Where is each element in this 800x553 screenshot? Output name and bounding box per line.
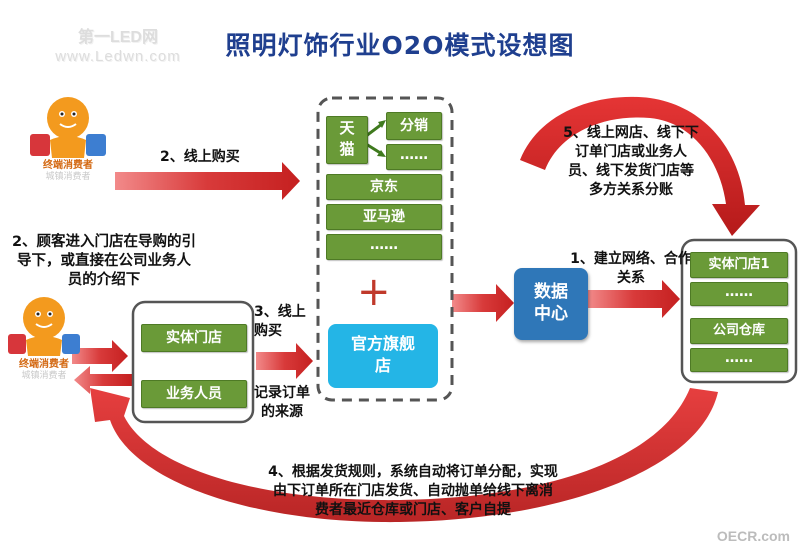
step2b-label: 2、顾客进入门店在导购的引导下，或直接在公司业务人员的介绍下 [11,234,197,288]
top-right-curved-arrow [520,96,760,236]
channel-tmall: 天猫 [326,116,368,164]
consumer-top: 终端消费者 城镇消费者 [28,160,108,182]
page-title: 照明灯饰行业O2O模式设想图 [225,31,575,60]
arrow-offline-to-consumer [74,366,132,394]
step2-label: 2、线上购买 [160,149,240,165]
watermark-logo: 第一LED网 www.Ledwn.com [48,28,188,66]
right-more2: …… [690,348,788,372]
step3-note: 记录订单的来源 [254,385,310,420]
channel-tmall-label: 天猫 [339,119,355,158]
consumer-top-label: 终端消费者 [43,160,93,171]
watermark-logo-line2: www.Ledwn.com [55,48,181,65]
arrow-step3 [256,343,313,379]
tmall-to-distribution-arrow [365,122,383,138]
consumer-bottom-label: 终端消费者 [19,359,69,370]
tmall-to-more-arrow [365,142,383,156]
channel-jd: 京东 [326,174,442,200]
arrow-step2 [115,162,300,200]
watermark-corner: OECR.com [716,528,790,544]
data-center-label: 数据中心 [534,282,568,324]
tmall-to-more-arrowhead [377,150,386,157]
online-channels-container [316,96,454,402]
official-store-label: 官方旗舰店 [350,334,415,375]
channel-tmall-more: …… [386,144,442,170]
consumer-top-sub: 城镇消费者 [45,172,91,182]
step5-label: 5、线上网店、线下下订单门店或业务人员、线下发货门店等多方关系分账 [563,125,699,198]
bottom-return-arrow [90,388,718,523]
channel-more: …… [326,234,442,260]
right-more1: …… [690,282,788,306]
data-center-box: 数据中心 [514,268,588,340]
official-store-box: 官方旗舰店 [328,324,438,388]
consumer-bottom-sub: 城镇消费者 [21,371,67,381]
tmall-to-distribution-arrowhead [378,120,386,128]
consumer-bottom-icon [8,297,80,356]
right-warehouse: 公司仓库 [690,318,788,344]
arrow-consumer-to-offline [72,340,128,372]
step3-label: 3、线上购买 [254,304,306,339]
plus-sign: + [357,269,391,315]
arrow-datacenter-to-stores [588,280,680,318]
channel-distribution: 分销 [386,112,442,140]
step1-label: 1、建立网络、合作关系 [570,251,692,286]
offline-physical-store: 实体门店 [141,324,247,352]
right-store1: 实体门店1 [690,252,788,278]
consumer-top-icon [30,97,106,158]
offline-sales-staff: 业务人员 [141,380,247,408]
step4-label: 4、根据发货规则，系统自动将订单分配，实现由下订单所在门店发货、自动抛单给线下离… [268,464,558,518]
channel-amazon: 亚马逊 [326,204,442,230]
arrow-online-to-datacenter [452,284,514,322]
watermark-logo-line1: 第一LED网 [77,29,158,46]
consumer-bottom: 终端消费者 城镇消费者 [4,359,84,381]
